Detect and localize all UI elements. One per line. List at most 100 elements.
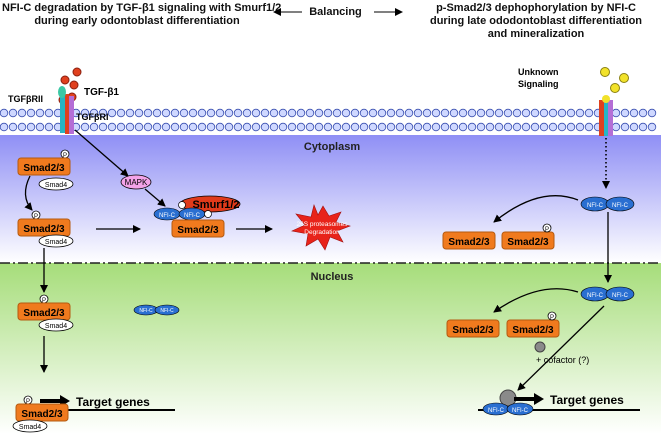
lipid-head (224, 108, 234, 118)
unknown-receptor (599, 95, 613, 136)
svg-text:Smad2/3: Smad2/3 (23, 308, 65, 319)
lipid-head (413, 108, 423, 118)
lipid-head (548, 108, 558, 118)
balancing-label: Balancing (278, 6, 393, 19)
svg-text:Smad4: Smad4 (19, 424, 41, 431)
cyto-smad23-phos: Smad2/3 P (501, 223, 555, 250)
lipid-head (197, 108, 207, 118)
lipid-head (404, 122, 414, 132)
svg-text:P: P (34, 214, 38, 220)
lipid-head (179, 122, 189, 132)
lipid-head (305, 122, 315, 132)
lipid-head (314, 108, 324, 118)
lipid-head (242, 122, 252, 132)
lipid-head (422, 108, 432, 118)
to-right-target-arrow (517, 305, 605, 391)
lipid-head (206, 108, 216, 118)
lipid-head (26, 108, 36, 118)
tgf-beta1-label: TGF-β1 (84, 87, 119, 98)
lipid-head (143, 122, 153, 132)
lipid-head (494, 122, 504, 132)
svg-text:P: P (26, 399, 30, 405)
smad4-free: Smad4 (38, 177, 74, 191)
nfic-smurf-complex: Smurf1/2 NFI-C NFI-C Smad2/3 (153, 195, 241, 238)
lipid-head (341, 108, 351, 118)
left-title-line2: during early odontoblast differentiation (34, 15, 240, 27)
lipid-head (566, 122, 576, 132)
lipid-head (449, 122, 459, 132)
lipid-head (134, 122, 144, 132)
right-title-line1: p-Smad2/3 dephophorylation by NFI-C (436, 2, 636, 14)
lipid-head (278, 108, 288, 118)
lipid-head (8, 122, 18, 132)
lipid-head (125, 122, 135, 132)
lipid-head (359, 108, 369, 118)
lipid-head (278, 122, 288, 132)
lipid-head (512, 122, 522, 132)
lipid-head (80, 122, 90, 132)
svg-text:NFI-C: NFI-C (612, 293, 629, 299)
lipid-head (233, 122, 243, 132)
lipid-head (368, 108, 378, 118)
right-title-line2: during late ododontoblast differentiatio… (429, 15, 643, 27)
lipid-head (458, 108, 468, 118)
svg-text:NFI-C: NFI-C (139, 308, 153, 314)
lipid-head (287, 122, 297, 132)
lipid-head (521, 122, 531, 132)
lipid-head (242, 108, 252, 118)
cytoplasm-nfic-dimer: NFI-C NFI-C (580, 196, 635, 212)
lipid-head (503, 122, 513, 132)
lipid-head (215, 108, 225, 118)
lipid-head (341, 122, 351, 132)
lipid-head (611, 108, 621, 118)
svg-text:Smad2/3: Smad2/3 (177, 225, 219, 236)
lipid-head (440, 108, 450, 118)
lipid-head (17, 122, 27, 132)
lipid-head (458, 122, 468, 132)
lipid-head (269, 108, 279, 118)
lipid-head (494, 108, 504, 118)
lipid-head (134, 108, 144, 118)
svg-text:NFI-C: NFI-C (587, 293, 604, 299)
lipid-head (260, 122, 270, 132)
lipid-head (575, 122, 585, 132)
lipid-head (215, 122, 225, 132)
lipid-head (413, 122, 423, 132)
lipid-head (332, 122, 342, 132)
svg-text:NFI-C: NFI-C (184, 213, 201, 219)
lipid-head (98, 108, 108, 118)
svg-text:26S proteasomes: 26S proteasomes (297, 221, 349, 228)
lipid-head (548, 122, 558, 132)
cofactor-node: + cofactor (?) (534, 341, 589, 365)
lipid-head (557, 122, 567, 132)
lipid-head (377, 122, 387, 132)
lipid-head (161, 108, 171, 118)
lipid-head (638, 108, 648, 118)
left-title-line1: NFI-C degradation by TGF-β1 signaling wi… (2, 2, 282, 14)
lipid-head (350, 122, 360, 132)
svg-text:NFI-C: NFI-C (160, 308, 174, 314)
svg-text:NFI-C: NFI-C (512, 408, 529, 414)
lipid-head (296, 108, 306, 118)
lipid-head (359, 122, 369, 132)
lipid-head (395, 108, 405, 118)
lipid-head (584, 122, 594, 132)
lipid-head (467, 122, 477, 132)
lipid-head (107, 108, 117, 118)
cell-membrane (0, 108, 657, 132)
lipid-head (314, 122, 324, 132)
lipid-head (503, 108, 513, 118)
lipid-head (539, 108, 549, 118)
lipid-head (395, 122, 405, 132)
lipid-head (35, 122, 45, 132)
lipid-head (377, 108, 387, 118)
lipid-head (152, 108, 162, 118)
cyto-dephosphorylation-arrow (493, 195, 579, 223)
nuclear-nfic-dimer: NFI-C NFI-C (133, 304, 180, 316)
lipid-head (647, 108, 657, 118)
balancing-text: Balancing (309, 6, 362, 18)
lipid-head (629, 108, 639, 118)
cytoplasm-label: Cytoplasm (304, 141, 360, 153)
lipid-head (98, 122, 108, 132)
